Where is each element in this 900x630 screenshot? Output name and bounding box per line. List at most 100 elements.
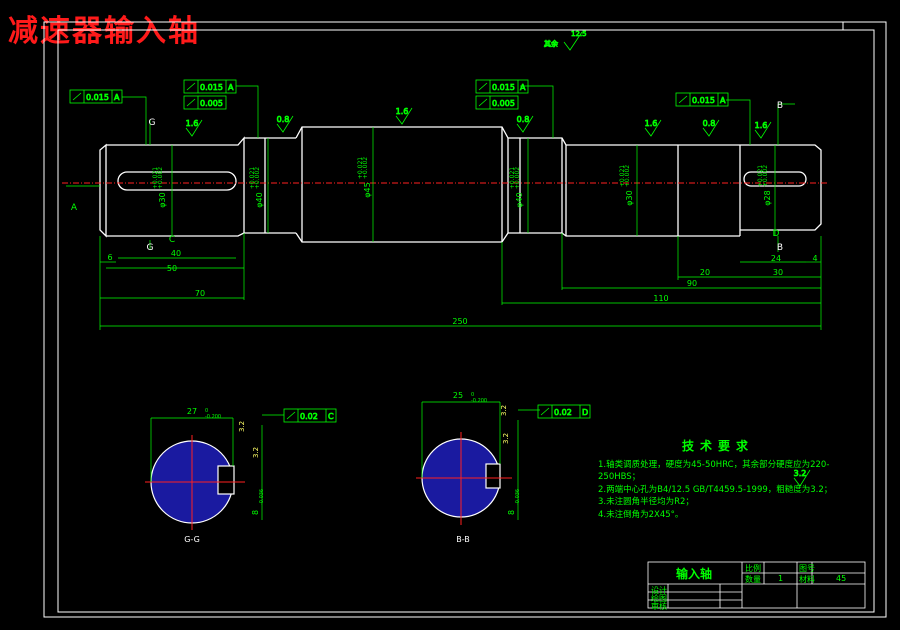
- section-tolerance: 0: [205, 408, 208, 414]
- datum-label: C: [169, 235, 175, 245]
- roughness-value: 0.8: [703, 119, 716, 128]
- roughness-value: 1.6: [396, 107, 409, 116]
- diameter-tolerance: +0.002: [762, 165, 769, 187]
- tolerance-frame: 0.02 C: [283, 408, 337, 423]
- roughness-symbol: 3.2: [793, 469, 811, 487]
- tech-item: 3.未注圆角半径均为R2；: [598, 497, 694, 507]
- roughness-value: 0.8: [517, 115, 530, 124]
- diameter-tolerance: +0.021: [152, 167, 159, 189]
- diameter-label: φ40: [515, 192, 524, 207]
- tb-designer: 设计: [651, 586, 667, 595]
- tolerance-value: 0.02: [300, 412, 318, 421]
- tolerance-datum: A: [114, 93, 120, 102]
- roughness-value: 3.2: [794, 469, 807, 478]
- length-dimension: 20: [700, 268, 710, 277]
- surface-default-label: 其余: [544, 39, 558, 48]
- tech-item: 2.两端中心孔为B4/12.5 GB/T4459.5-1999，粗糙度为3.2；: [598, 484, 833, 495]
- section-tolerance: -0.200: [471, 398, 487, 404]
- tb-qty-label: 数量: [745, 575, 761, 584]
- roughness-value: 0.8: [277, 115, 290, 124]
- diameter-label: φ30: [158, 192, 167, 207]
- section-depth: 8: [507, 510, 516, 515]
- roughness-symbol: 0.8: [276, 115, 294, 133]
- diameter-tolerance: +0.021: [619, 165, 626, 187]
- tolerance-datum: C: [328, 412, 334, 421]
- diameter-tolerance: +0.021: [509, 167, 516, 189]
- section-depth-tolerance: -0.036: [259, 489, 265, 505]
- length-dimension: 50: [167, 264, 177, 273]
- roughness-symbol: 0.8: [516, 115, 534, 133]
- section-depth: 8: [251, 510, 260, 515]
- datum-label: A: [71, 203, 78, 213]
- tech-item: 1.轴类调质处理，硬度为45-50HRC，其余部分硬度应为220-250HBS；: [598, 459, 830, 483]
- diameter-tolerance: +0.002: [254, 167, 261, 189]
- datum-label: B: [777, 243, 783, 253]
- tolerance-value: 0.02: [554, 408, 572, 417]
- diameter-tolerance: +0.021: [757, 165, 764, 187]
- tolerance-frame: 0.015 A: [475, 79, 529, 94]
- length-dimension: 30: [773, 268, 783, 277]
- section-roughness: 3.2: [238, 421, 246, 432]
- diameter-tolerance: +0.002: [157, 167, 164, 189]
- length-dimension: 24: [771, 254, 781, 263]
- tech-heading: 技术要求: [681, 439, 754, 453]
- section-width: 27: [187, 407, 197, 416]
- tolerance-frame: 0.015 A: [675, 92, 729, 107]
- roughness-symbol: 1.6: [754, 121, 772, 139]
- diameter-tolerance: +0.002: [624, 165, 631, 187]
- section-depth-tolerance: -0.036: [515, 489, 521, 505]
- tb-qty: 1: [778, 574, 784, 583]
- shaft-outline: [99, 126, 822, 243]
- tb-material-label: 材料: [799, 575, 815, 584]
- technical-requirements: 技术要求 1.轴类调质处理，硬度为45-50HRC，其余部分硬度应为220-25…: [598, 440, 838, 521]
- tb-scale-label: 比例: [745, 564, 761, 573]
- tb-drawing-no-label: 图号: [799, 564, 815, 573]
- datum-label: B: [777, 101, 783, 111]
- tolerance-datum: A: [720, 96, 726, 105]
- section-gg: [145, 414, 284, 530]
- datum-label: D: [773, 229, 780, 239]
- roughness-symbol: 0.8: [702, 119, 720, 137]
- tolerance-datum: A: [520, 83, 526, 92]
- diameter-tolerance: +0.021: [357, 157, 364, 179]
- dimension-lines: [66, 85, 822, 330]
- diameter-label: φ40: [255, 192, 264, 207]
- diameter-tolerance: +0.021: [249, 167, 256, 189]
- length-dimension: 250: [452, 317, 467, 326]
- length-dimension: 4: [812, 254, 817, 263]
- roughness-symbol: 1.6: [185, 119, 203, 137]
- drawing-title: 减速器输入轴: [8, 14, 200, 49]
- tolerance-frame: 0.005: [183, 95, 227, 110]
- tolerance-value: 0.005: [200, 99, 223, 108]
- diameter-tolerance: +0.002: [514, 167, 521, 189]
- tb-material: 45: [836, 574, 847, 583]
- section-label-bb: B-B: [456, 535, 470, 544]
- length-dimension: 110: [653, 294, 668, 303]
- diameter-tolerance: +0.002: [362, 157, 369, 179]
- roughness-symbol: 1.6: [644, 119, 662, 137]
- length-dimension: 40: [171, 249, 181, 258]
- datum-label: G: [149, 118, 156, 128]
- tb-reviewer: 审核: [651, 602, 667, 611]
- roughness-value: 1.6: [645, 119, 658, 128]
- tolerance-value: 0.005: [492, 99, 515, 108]
- section-roughness: 3.2: [502, 433, 510, 444]
- section-roughness: 3.2: [500, 405, 508, 416]
- tb-part-name: 输入轴: [676, 567, 713, 581]
- diameter-label: φ30: [625, 190, 634, 205]
- tolerance-value: 0.015: [492, 83, 515, 92]
- title-block-grid: [647, 561, 866, 609]
- inner-border: [57, 29, 875, 613]
- tolerance-value: 0.015: [692, 96, 715, 105]
- length-dimension: 6: [107, 253, 112, 262]
- outer-border: [43, 21, 887, 618]
- tolerance-datum: D: [582, 408, 588, 417]
- tolerance-datum: A: [228, 83, 234, 92]
- tolerance-frame: 0.005: [475, 95, 519, 110]
- tolerance-value: 0.015: [200, 83, 223, 92]
- roughness-value: 1.6: [186, 119, 199, 128]
